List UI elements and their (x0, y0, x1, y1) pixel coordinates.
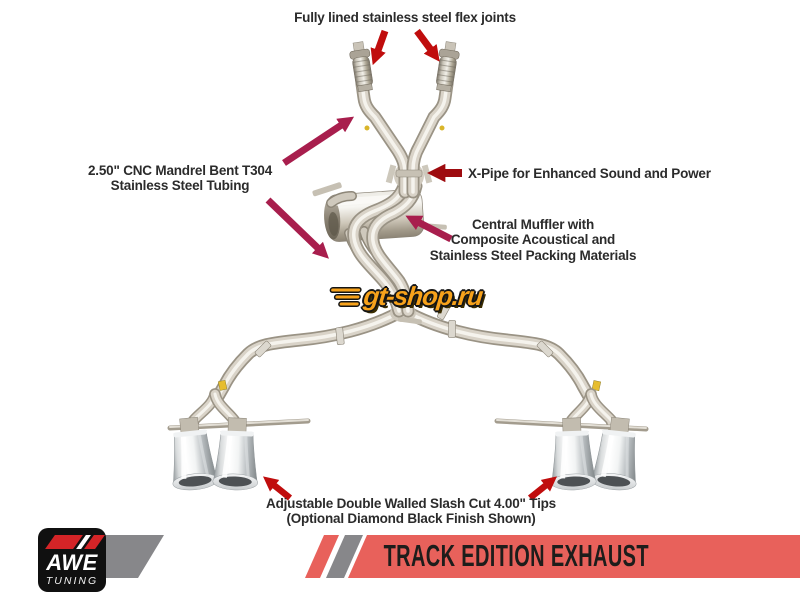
awe-tuning-logo: AWE TUNING (38, 528, 106, 592)
product-title: TRACK EDITION EXHAUST (383, 539, 649, 573)
arrow-tubing-lower (265, 197, 329, 259)
logo-brand: AWE (46, 550, 98, 575)
label-muffler: Central Muffler with Composite Acoustica… (429, 217, 637, 263)
pipe-clamps (254, 302, 554, 358)
label-tips: Adjustable Double Walled Slash Cut 4.00"… (266, 496, 556, 527)
front-pipes (355, 77, 454, 199)
watermark: gt-shop.ru (298, 278, 512, 314)
arrow-tubing-upper (282, 116, 355, 166)
arrow-flex-left (370, 29, 389, 66)
arrow-flex-right (414, 28, 440, 62)
branch-pipe-left (209, 305, 407, 407)
label-x-pipe: X-Pipe for Enhanced Sound and Power (468, 166, 711, 181)
flex-joint-right (436, 41, 460, 93)
label-tubing: 2.50" CNC Mandrel Bent T304 Stainless St… (87, 163, 273, 194)
label-flex-joints: Fully lined stainless steel flex joints (294, 10, 516, 25)
mid-pipes (344, 179, 423, 318)
watermark-wing-icon (329, 287, 362, 307)
watermark-text: gt-shop.ru (362, 280, 484, 311)
flex-joint-left (349, 41, 373, 93)
branch-pipe-right (400, 305, 598, 407)
product-title-banner: TRACK EDITION EXHAUST (348, 535, 800, 578)
logo-sub: TUNING (45, 575, 99, 587)
arrow-muffler (405, 215, 453, 243)
arrow-tips-right (527, 476, 558, 501)
arrow-tips-left (262, 476, 293, 501)
muffler-inlet-stub (326, 191, 357, 208)
